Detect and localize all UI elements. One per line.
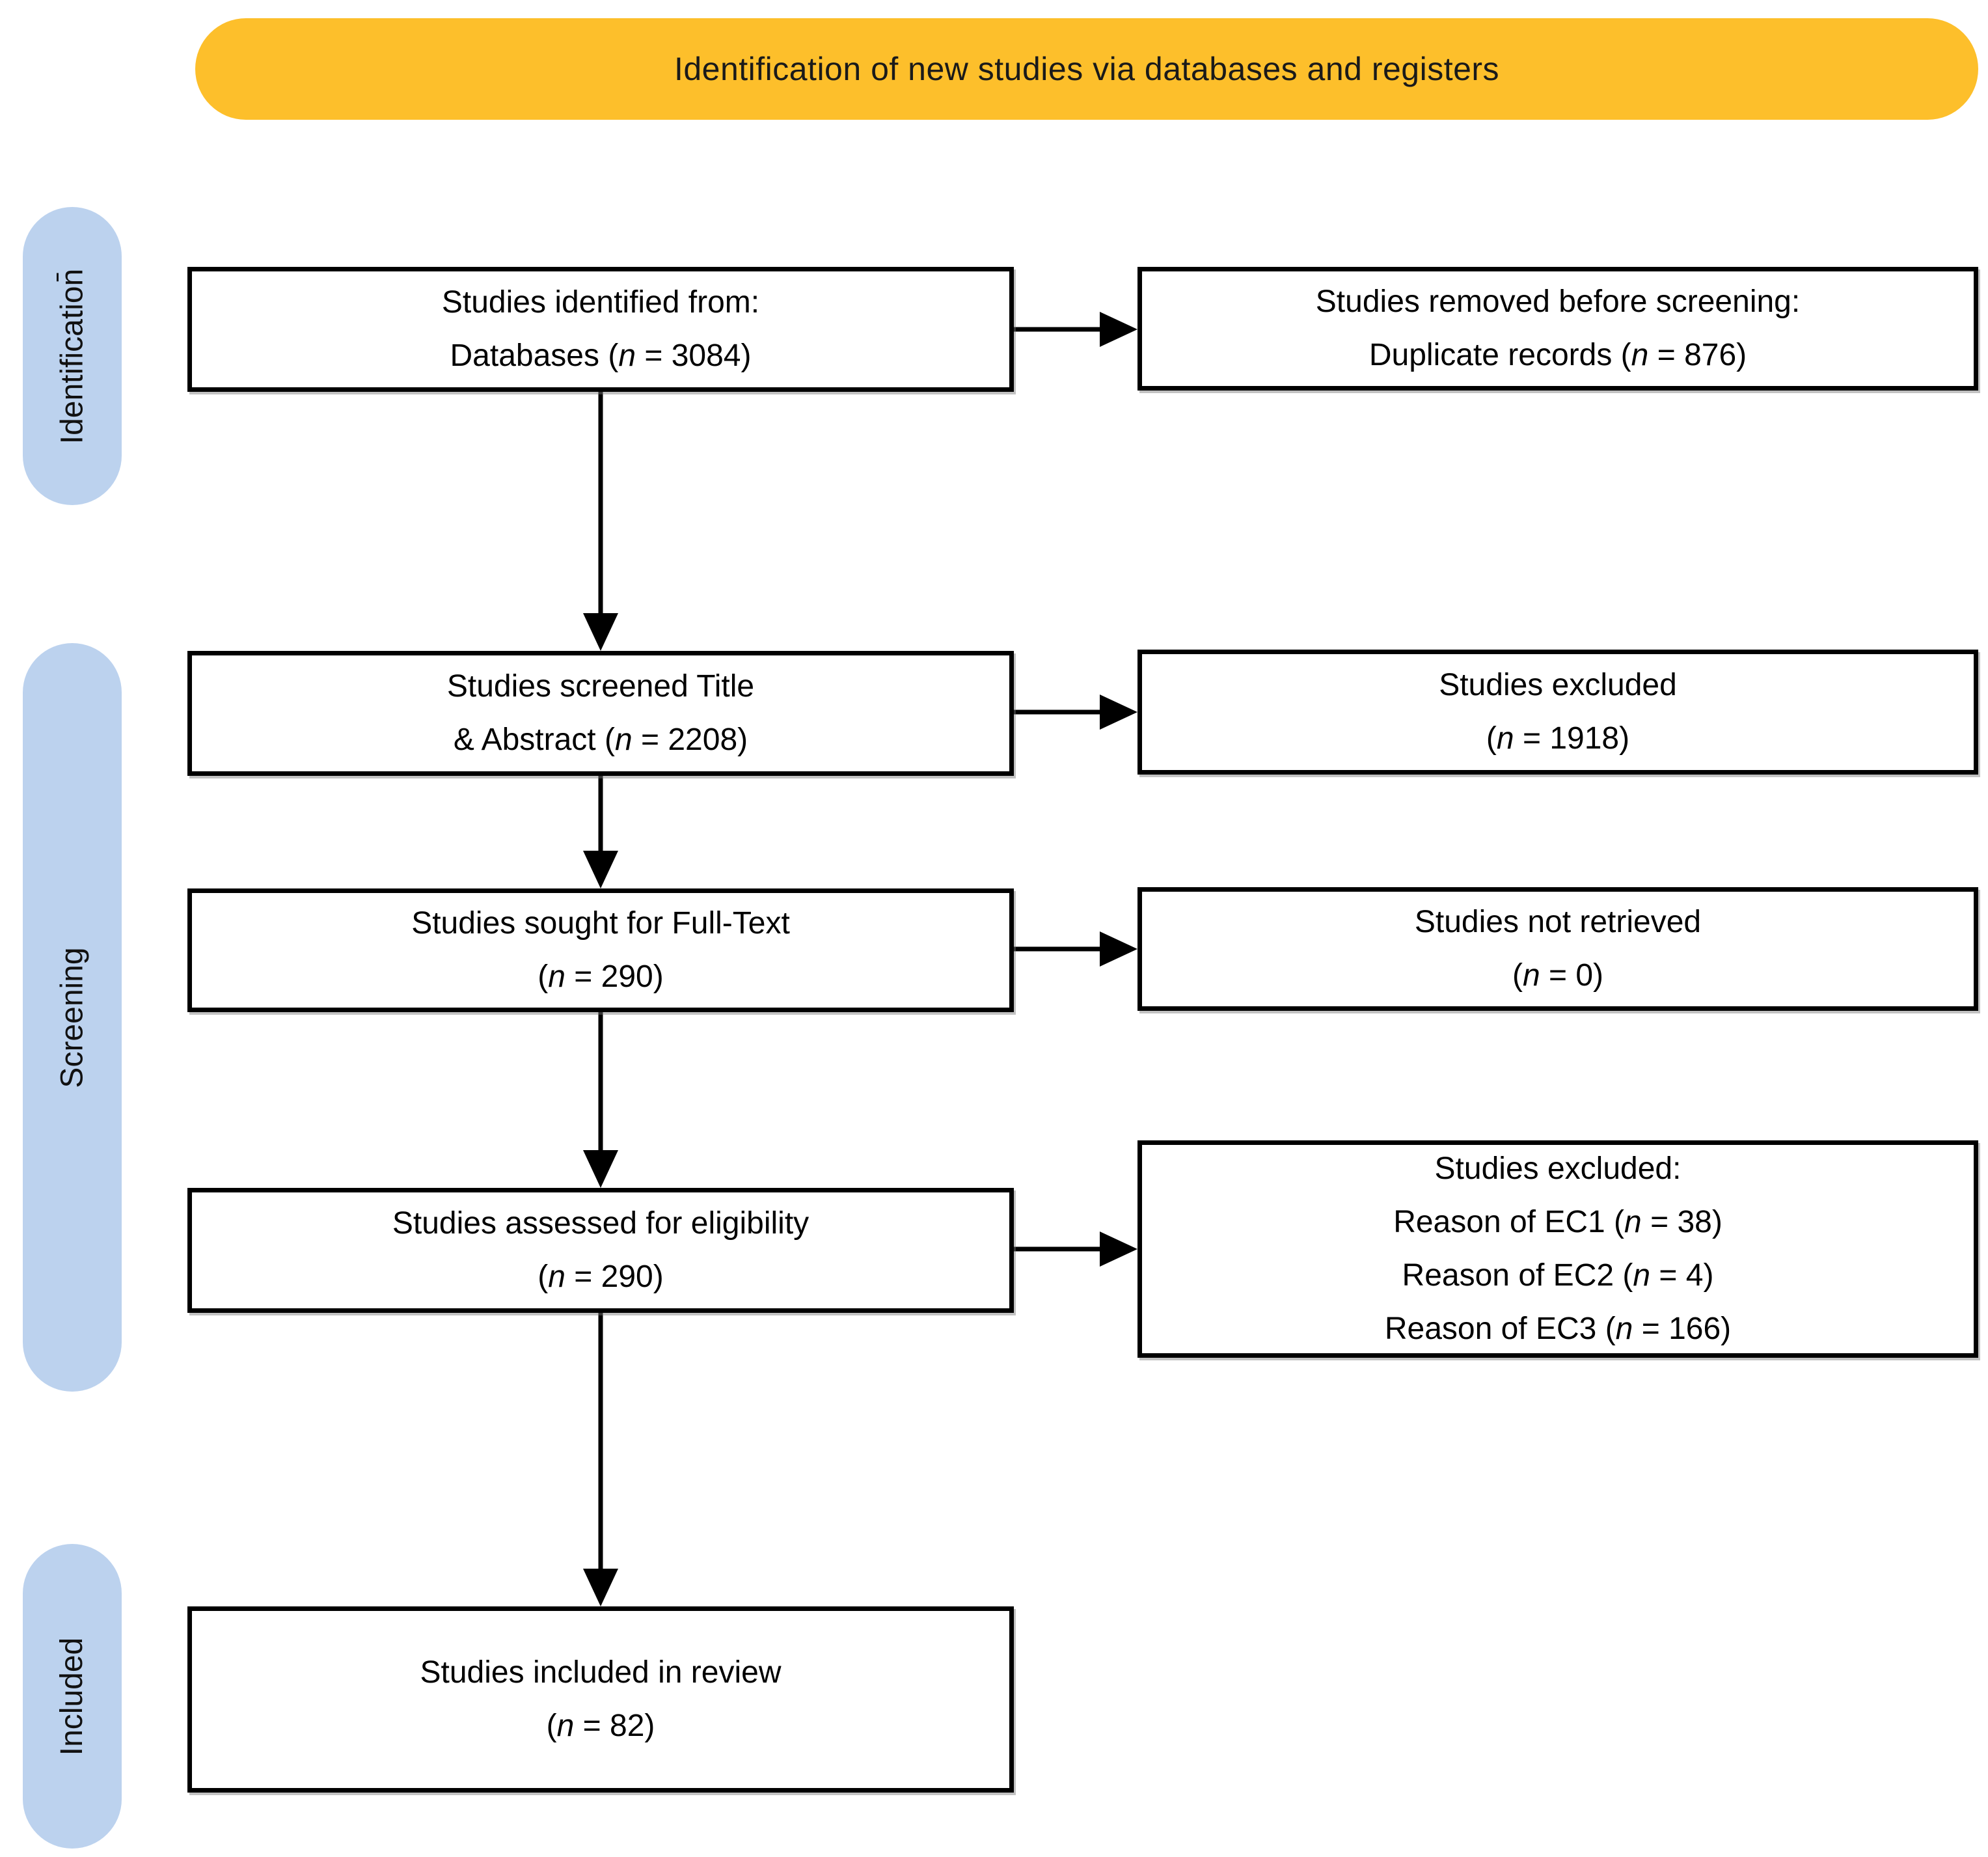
- arrow-identified-to-screened: [583, 392, 618, 651]
- stage-label-included-text: Included: [55, 1637, 90, 1755]
- stage-label-identification: Identification̄: [23, 207, 122, 505]
- box-studies-included-review: Studies included in review (n = 82): [187, 1606, 1014, 1793]
- box-studies-assessed-eligibility: Studies assessed for eligibility (n = 290…: [187, 1188, 1014, 1313]
- box-text-line: Studies sought for Full-Text: [411, 906, 790, 941]
- box-text-line: (n = 0): [1512, 958, 1604, 993]
- box-text-line: Databases (n = 3084): [450, 338, 752, 373]
- stage-label-screening: Screening: [23, 643, 122, 1392]
- stage-label-included: Included: [23, 1544, 122, 1849]
- box-text-line: Reason of EC2 (n = 4): [1402, 1258, 1714, 1293]
- box-text-line: Studies excluded: [1439, 668, 1677, 702]
- box-studies-excluded-reasons: Studies excluded: Reason of EC1 (n = 38) R…: [1137, 1140, 1978, 1358]
- box-studies-excluded: Studies excluded (n = 1918): [1137, 650, 1978, 775]
- arrow-identified-to-removed: [1014, 312, 1137, 347]
- arrow-screened-to-excluded: [1014, 695, 1137, 730]
- box-text-line: Studies excluded:: [1434, 1151, 1682, 1186]
- arrow-fulltext-to-notretrieved: [1014, 931, 1137, 967]
- box-text-line: Studies assessed for eligibility: [392, 1206, 810, 1241]
- box-text-line: Studies removed before screening:: [1315, 284, 1801, 319]
- box-studies-screened: Studies screened Title & Abstract (n = 22…: [187, 651, 1014, 776]
- box-text-line: (n = 290): [538, 1259, 664, 1294]
- arrow-screened-to-fulltext: [583, 776, 618, 888]
- box-studies-sought-fulltext: Studies sought for Full-Text (n = 290): [187, 888, 1014, 1012]
- box-text-line: Reason of EC1 (n = 38): [1393, 1205, 1722, 1239]
- box-studies-not-retrieved: Studies not retrieved (n = 0): [1137, 887, 1978, 1011]
- box-text-line: (n = 82): [546, 1709, 655, 1743]
- stage-label-screening-text: Screening: [55, 946, 90, 1088]
- box-text-line: (n = 1918): [1486, 721, 1630, 756]
- box-text-line: Studies not retrieved: [1414, 905, 1702, 939]
- box-text-line: & Abstract (n = 2208): [453, 722, 748, 757]
- arrow-eligibility-to-excluded-reasons: [1014, 1231, 1137, 1267]
- banner: Identification of new studies via databa…: [195, 18, 1978, 120]
- arrow-eligibility-to-included: [583, 1313, 618, 1606]
- box-text-line: Reason of EC3 (n = 166): [1384, 1312, 1732, 1346]
- box-text-line: (n = 290): [538, 959, 664, 994]
- box-text-line: Duplicate records (n = 876): [1368, 338, 1747, 372]
- stage-label-identification-text: Identification̄: [55, 268, 90, 444]
- box-text-line: Studies included in review: [420, 1655, 782, 1690]
- arrow-fulltext-to-eligibility: [583, 1012, 618, 1188]
- box-text-line: Studies identified from:: [441, 285, 760, 320]
- box-studies-identified: Studies identified from: Databases (n = 3…: [187, 267, 1014, 392]
- banner-title: Identification of new studies via databa…: [674, 51, 1500, 87]
- box-text-line: Studies screened Title: [446, 669, 755, 704]
- box-studies-removed: Studies removed before screening: Duplica…: [1137, 267, 1978, 391]
